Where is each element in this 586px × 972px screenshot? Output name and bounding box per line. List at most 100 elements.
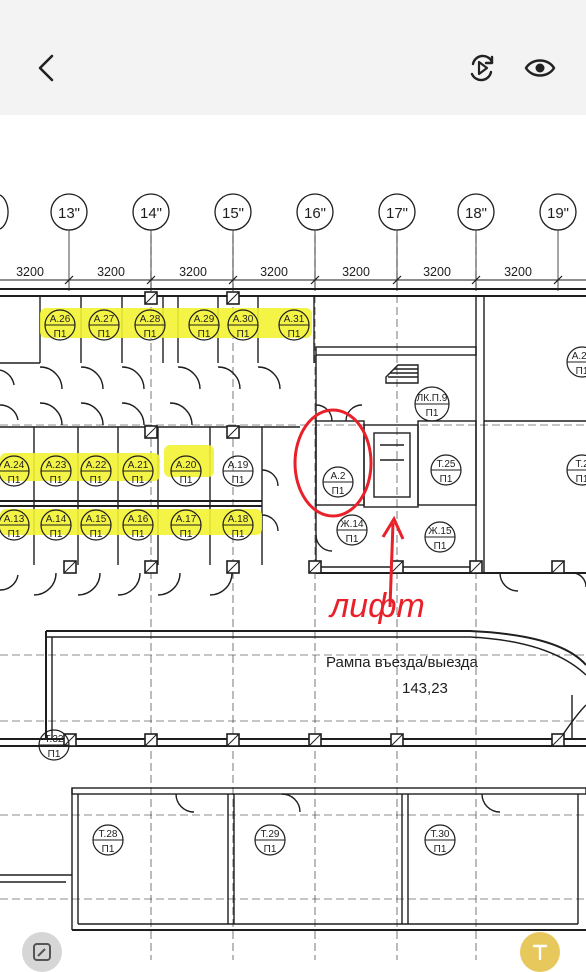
walls [0, 288, 586, 931]
dimension-label: 3200 [342, 265, 370, 279]
space-tag-id: А.30 [233, 314, 254, 325]
space-tag-level: П1 [232, 475, 245, 486]
space-tag-level: П1 [434, 844, 447, 855]
space-tag-id: Ж.15 [428, 526, 452, 537]
space-tag-id: Т.25 [437, 459, 456, 470]
space-tag-level: П1 [440, 474, 453, 485]
axis-grid: 13"14"15"16"17"18"19" [0, 193, 577, 291]
dimension-label: 3200 [260, 265, 288, 279]
axis-label: 18" [465, 205, 487, 222]
share-play-button[interactable] [462, 48, 502, 88]
annotation-text: лифт [328, 587, 425, 625]
markup-button[interactable] [22, 932, 62, 972]
space-tag-id: А.23 [46, 460, 67, 471]
space-tag-id: Т.32 [45, 734, 64, 745]
space-tag-level: П1 [346, 534, 359, 545]
space-tag-level: П1 [132, 475, 145, 486]
space-tag-level: П1 [90, 475, 103, 486]
space-tag-id: А.19 [228, 460, 249, 471]
space-tag-level: П1 [426, 408, 439, 419]
space-tag-level: П1 [198, 329, 211, 340]
space-tag-id: Т.2 [575, 459, 586, 470]
space-tag-id: А.27 [572, 351, 586, 362]
space-tag-level: П1 [576, 366, 586, 377]
space-tag-level: П1 [180, 529, 193, 540]
space-tag-id: А.21 [128, 460, 149, 471]
live-text-icon [532, 944, 548, 961]
space-tag-level: П1 [237, 329, 250, 340]
dimension-label: 3200 [179, 265, 207, 279]
space-tag-id: Т.30 [431, 829, 450, 840]
axis-marker: 16" [296, 193, 334, 291]
space-tag-id: А.17 [176, 514, 197, 525]
space-tag-id: Т.28 [99, 829, 118, 840]
space-tag-level: П1 [54, 329, 67, 340]
columns [63, 291, 565, 747]
space-tag-id: ЛК.П.9 [417, 393, 448, 404]
space-tag-id: А.20 [176, 460, 197, 471]
space-tag-level: П1 [180, 475, 193, 486]
space-tag-id: А.26 [50, 314, 71, 325]
space-tag-id: А.22 [86, 460, 107, 471]
space-tag-id: А.28 [140, 314, 161, 325]
view-button[interactable] [520, 48, 560, 88]
space-tag-level: П1 [102, 844, 115, 855]
grid-lines [0, 235, 586, 960]
dimension-label: 3200 [16, 265, 44, 279]
axis-marker: 19" [539, 193, 577, 291]
ramp-title: Рампа въезда/выезда [326, 654, 479, 671]
space-tag-id: А.2 [330, 471, 345, 482]
space-tag-level: П1 [8, 475, 21, 486]
axis-marker-partial [0, 194, 9, 230]
dimension-label: 3200 [504, 265, 532, 279]
space-tag-id: А.14 [46, 514, 67, 525]
text-recognition-button[interactable] [520, 932, 560, 972]
back-button[interactable] [26, 48, 66, 88]
space-tag-id: А.13 [4, 514, 25, 525]
space-tag-level: П1 [144, 329, 157, 340]
space-tag-level: П1 [264, 844, 277, 855]
share-play-icon [470, 54, 494, 82]
highlights [0, 308, 312, 535]
annotation-markup [293, 408, 405, 608]
space-tag-level: П1 [50, 475, 63, 486]
space-tag-id: А.27 [94, 314, 115, 325]
axis-label: 16" [304, 205, 326, 222]
space-tag: А.2П1 [322, 466, 354, 498]
space-tag-level: П1 [332, 486, 345, 497]
space-tag-level: П1 [48, 749, 61, 760]
space-tag: ЛК.П.9П1 [414, 386, 450, 422]
space-tag-id: А.31 [284, 314, 305, 325]
ramp-area: 143,23 [402, 680, 448, 697]
space-tags: А.26П1А.27П1А.28П1А.29П1А.30П1А.31П1А.24… [0, 309, 586, 856]
space-tag-level: П1 [90, 529, 103, 540]
viewer-toolbar [0, 0, 586, 115]
space-tag-level: П1 [288, 329, 301, 340]
axis-marker: 13" [50, 193, 88, 291]
space-tag-id: Ж.14 [340, 519, 364, 530]
axis-label: 19" [547, 205, 569, 222]
